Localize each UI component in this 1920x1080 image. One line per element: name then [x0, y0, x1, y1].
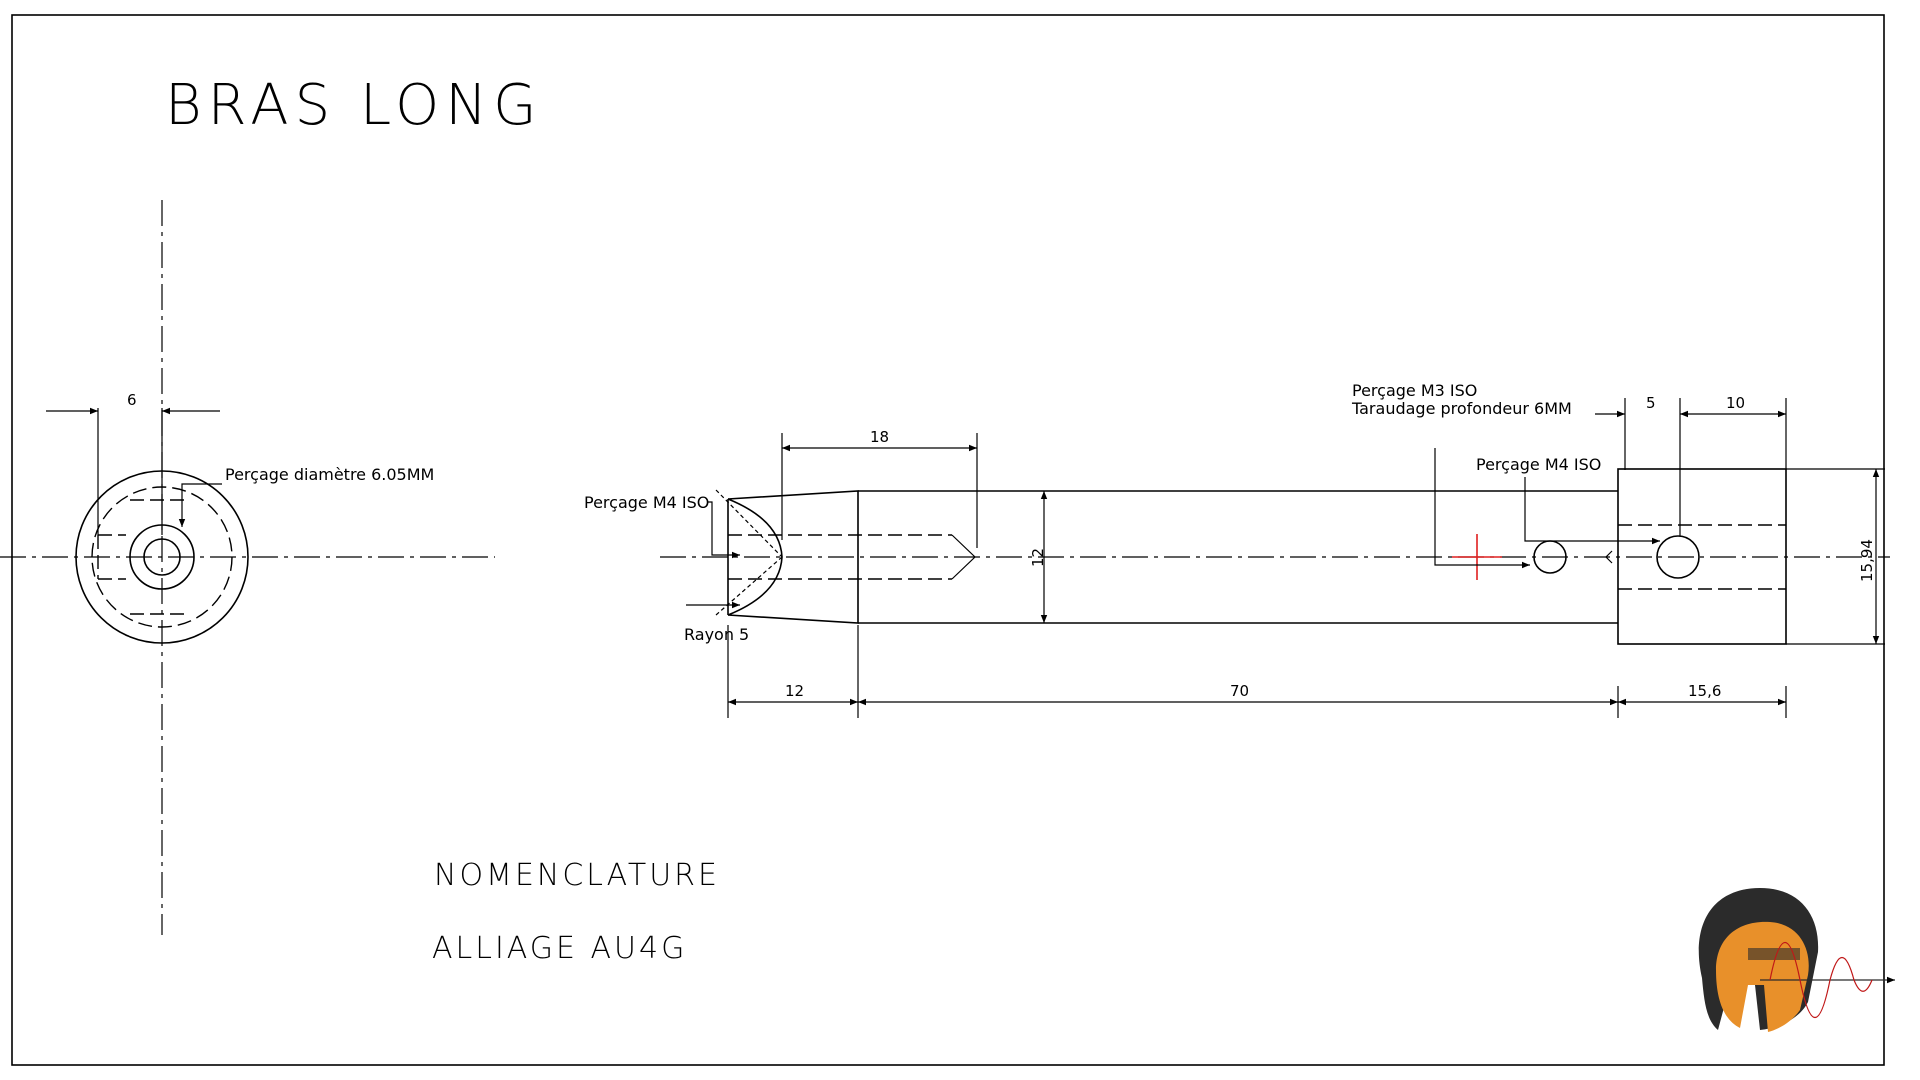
label-m3-drill: Perçage M3 ISO	[1352, 381, 1477, 400]
label-right-drill: Perçage M4 ISO	[1476, 455, 1601, 474]
dim-depth-18: 18	[870, 428, 889, 446]
label-left-drill: Perçage M4 ISO	[584, 493, 709, 512]
dim-body-length: 70	[1230, 682, 1249, 700]
drawing-border	[11, 14, 1885, 1066]
dim-head-5: 5	[1646, 394, 1656, 412]
nomenclature-heading: NOMENCLATURE	[434, 858, 720, 893]
material-spec: ALLIAGE AU4G	[432, 931, 687, 966]
dim-left-length: 12	[785, 682, 804, 700]
label-bore-diameter: Perçage diamètre 6.05MM	[225, 465, 434, 484]
side-view: 6 Perçage diamètre 6.05MM	[0, 200, 495, 935]
dim-side-width: 6	[127, 391, 137, 409]
drawing-title: BRAS LONG	[165, 73, 543, 138]
dim-head-10: 10	[1726, 394, 1745, 412]
spartan-helmet-logo-icon	[1698, 888, 1895, 1032]
dim-head-length: 15,6	[1688, 682, 1721, 700]
dim-diameter-12: 12	[1029, 548, 1047, 567]
front-view: Perçage M4 ISO Rayon 5 18 12 12 70 15,6 …	[584, 381, 1890, 718]
dim-head-height: 15,94	[1858, 539, 1876, 582]
label-m3-tapping: Taraudage profondeur 6MM	[1351, 399, 1572, 418]
label-radius: Rayon 5	[684, 625, 749, 644]
